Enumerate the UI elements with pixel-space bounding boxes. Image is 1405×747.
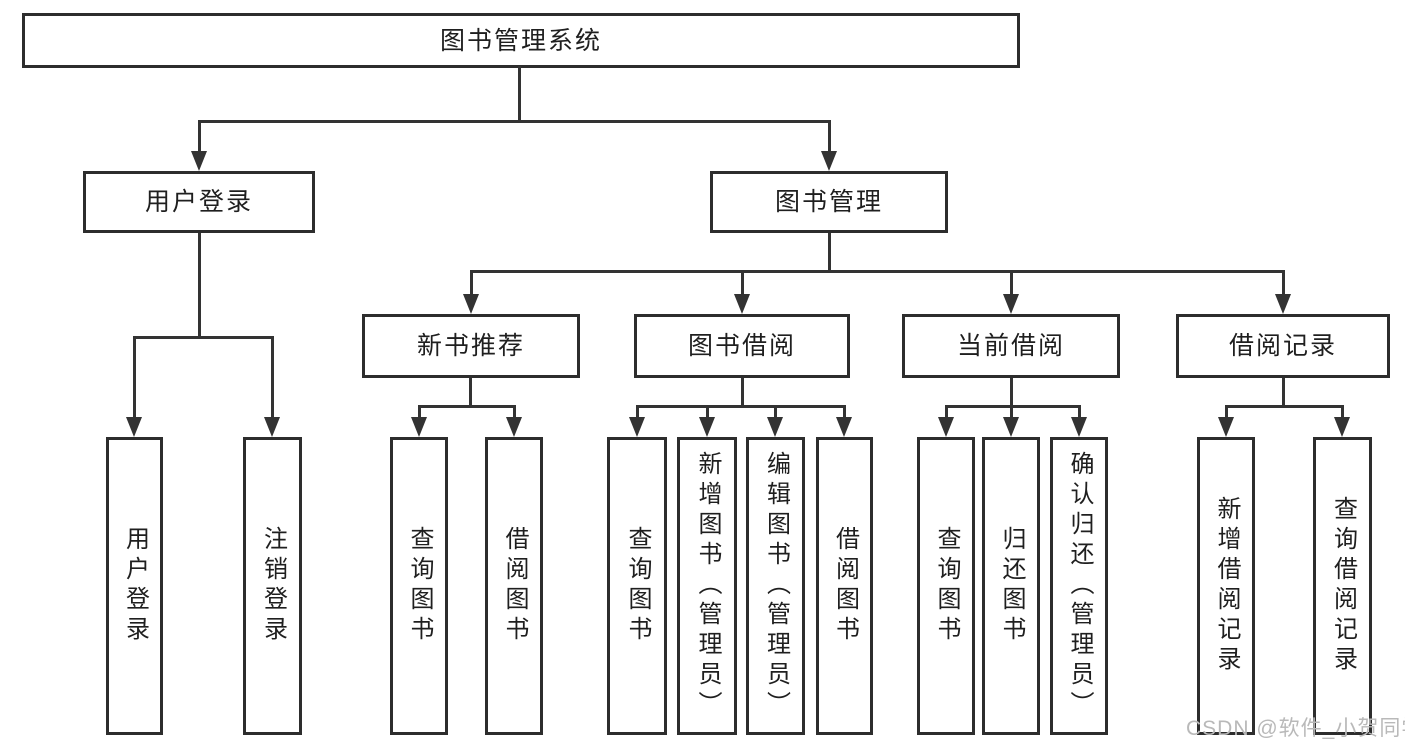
connector-drop: [513, 405, 516, 419]
node-label: 查询图书: [624, 526, 651, 646]
arrow-down-icon: [734, 294, 750, 314]
node-cb-query-books: 查询图书: [917, 437, 975, 735]
node-label: 当前借阅: [956, 332, 1065, 360]
node-label: 确认归还（管理员）: [1066, 451, 1093, 721]
connector-book-borrow-stem: [741, 378, 744, 407]
arrow-down-icon: [1334, 417, 1350, 437]
node-cb-confirm-return-admin: 确认归还（管理员）: [1050, 437, 1108, 735]
connector-current-borrow-bar: [945, 405, 1081, 408]
arrow-down-icon: [191, 151, 207, 171]
node-bb-query-books: 查询图书: [607, 437, 667, 735]
arrow-down-icon: [264, 417, 280, 437]
arrow-down-icon: [1003, 417, 1019, 437]
arrow-down-icon: [836, 417, 852, 437]
node-label: 借阅图书: [831, 526, 859, 646]
arrow-down-icon: [411, 417, 427, 437]
connector-drop: [843, 405, 846, 419]
arrow-down-icon: [699, 417, 715, 437]
connector-drop: [945, 405, 948, 419]
connector-book-mgmt-drop: [828, 120, 831, 154]
node-book-management: 图书管理: [710, 171, 948, 233]
node-br-add-record: 新增借阅记录: [1197, 437, 1255, 735]
node-nb-borrow-books: 借阅图书: [485, 437, 543, 735]
node-label: 新增借阅记录: [1213, 496, 1240, 676]
node-label: 查询图书: [406, 526, 433, 646]
connector-root-bar: [198, 120, 831, 123]
node-label: 用户登录: [121, 526, 149, 646]
connector-drop: [706, 405, 709, 419]
node-label: 归还图书: [998, 526, 1025, 646]
node-current-borrow: 当前借阅: [902, 314, 1120, 378]
node-user-login: 用户登录: [83, 171, 315, 233]
node-label: 图书管理: [774, 188, 883, 216]
node-book-borrow: 图书借阅: [634, 314, 850, 378]
node-label: 用户登录: [144, 188, 253, 216]
node-label: 图书借阅: [687, 332, 796, 360]
node-bb-borrow-books: 借阅图书: [816, 437, 873, 735]
connector-login-drop: [133, 336, 136, 420]
connector-drop: [1341, 405, 1344, 419]
node-label: 注销登录: [259, 526, 287, 646]
connector-new-books-stem: [469, 378, 472, 407]
arrow-down-icon: [1275, 294, 1291, 314]
node-label: 借阅图书: [501, 526, 528, 646]
connector-borrow-records-drop: [1282, 270, 1285, 298]
node-new-book-recommend: 新书推荐: [362, 314, 580, 378]
connector-drop: [636, 405, 639, 419]
connector-new-books-bar: [418, 405, 516, 408]
node-library-management-system: 图书管理系统: [22, 13, 1020, 68]
node-label: 新增图书（管理员）: [694, 451, 721, 721]
node-label: 查询借阅记录: [1329, 496, 1357, 676]
node-label: 查询图书: [933, 526, 960, 646]
connector-root-stem: [518, 66, 521, 122]
node-label: 图书管理系统: [439, 26, 602, 55]
connector-drop: [1225, 405, 1228, 419]
connector-book-mgmt-bar: [470, 270, 1285, 273]
connector-current-borrow-stem: [1010, 378, 1013, 407]
arrow-down-icon: [1218, 417, 1234, 437]
arrow-down-icon: [463, 294, 479, 314]
connector-drop: [418, 405, 421, 419]
connector-book-borrow-bar: [636, 405, 846, 408]
csdn-watermark: CSDN @软件_小贺同学: [1186, 717, 1405, 740]
connector-current-borrow-drop: [1010, 270, 1013, 298]
connector-borrow-records-bar: [1225, 405, 1344, 408]
arrow-down-icon: [1071, 417, 1087, 437]
connector-borrow-records-stem: [1282, 378, 1285, 407]
node-logout: 注销登录: [243, 437, 302, 735]
node-bb-edit-books-admin: 编辑图书（管理员）: [746, 437, 805, 735]
arrow-down-icon: [821, 151, 837, 171]
arrow-down-icon: [506, 417, 522, 437]
connector-drop: [1078, 405, 1081, 419]
node-label: 借阅记录: [1228, 332, 1337, 360]
node-user-login-leaf: 用户登录: [106, 437, 163, 735]
arrow-down-icon: [629, 417, 645, 437]
connector-user-login-drop: [198, 120, 201, 154]
connector-logout-drop: [271, 336, 274, 420]
node-br-query-record: 查询借阅记录: [1313, 437, 1372, 735]
connector-book-borrow-drop: [741, 270, 744, 298]
node-nb-query-books: 查询图书: [390, 437, 448, 735]
arrow-down-icon: [1003, 294, 1019, 314]
node-borrow-records: 借阅记录: [1176, 314, 1390, 378]
connector-drop: [1010, 405, 1013, 419]
connector-new-books-drop: [470, 270, 473, 298]
arrow-down-icon: [938, 417, 954, 437]
arrow-down-icon: [126, 417, 142, 437]
connector-user-login-stem: [198, 233, 201, 338]
node-label: 编辑图书（管理员）: [762, 451, 790, 721]
connector-user-login-bar: [133, 336, 274, 339]
node-cb-return-books: 归还图书: [982, 437, 1040, 735]
arrow-down-icon: [767, 417, 783, 437]
connector-book-mgmt-stem: [828, 233, 831, 272]
node-bb-add-books-admin: 新增图书（管理员）: [677, 437, 737, 735]
connector-drop: [774, 405, 777, 419]
node-label: 新书推荐: [416, 332, 525, 360]
